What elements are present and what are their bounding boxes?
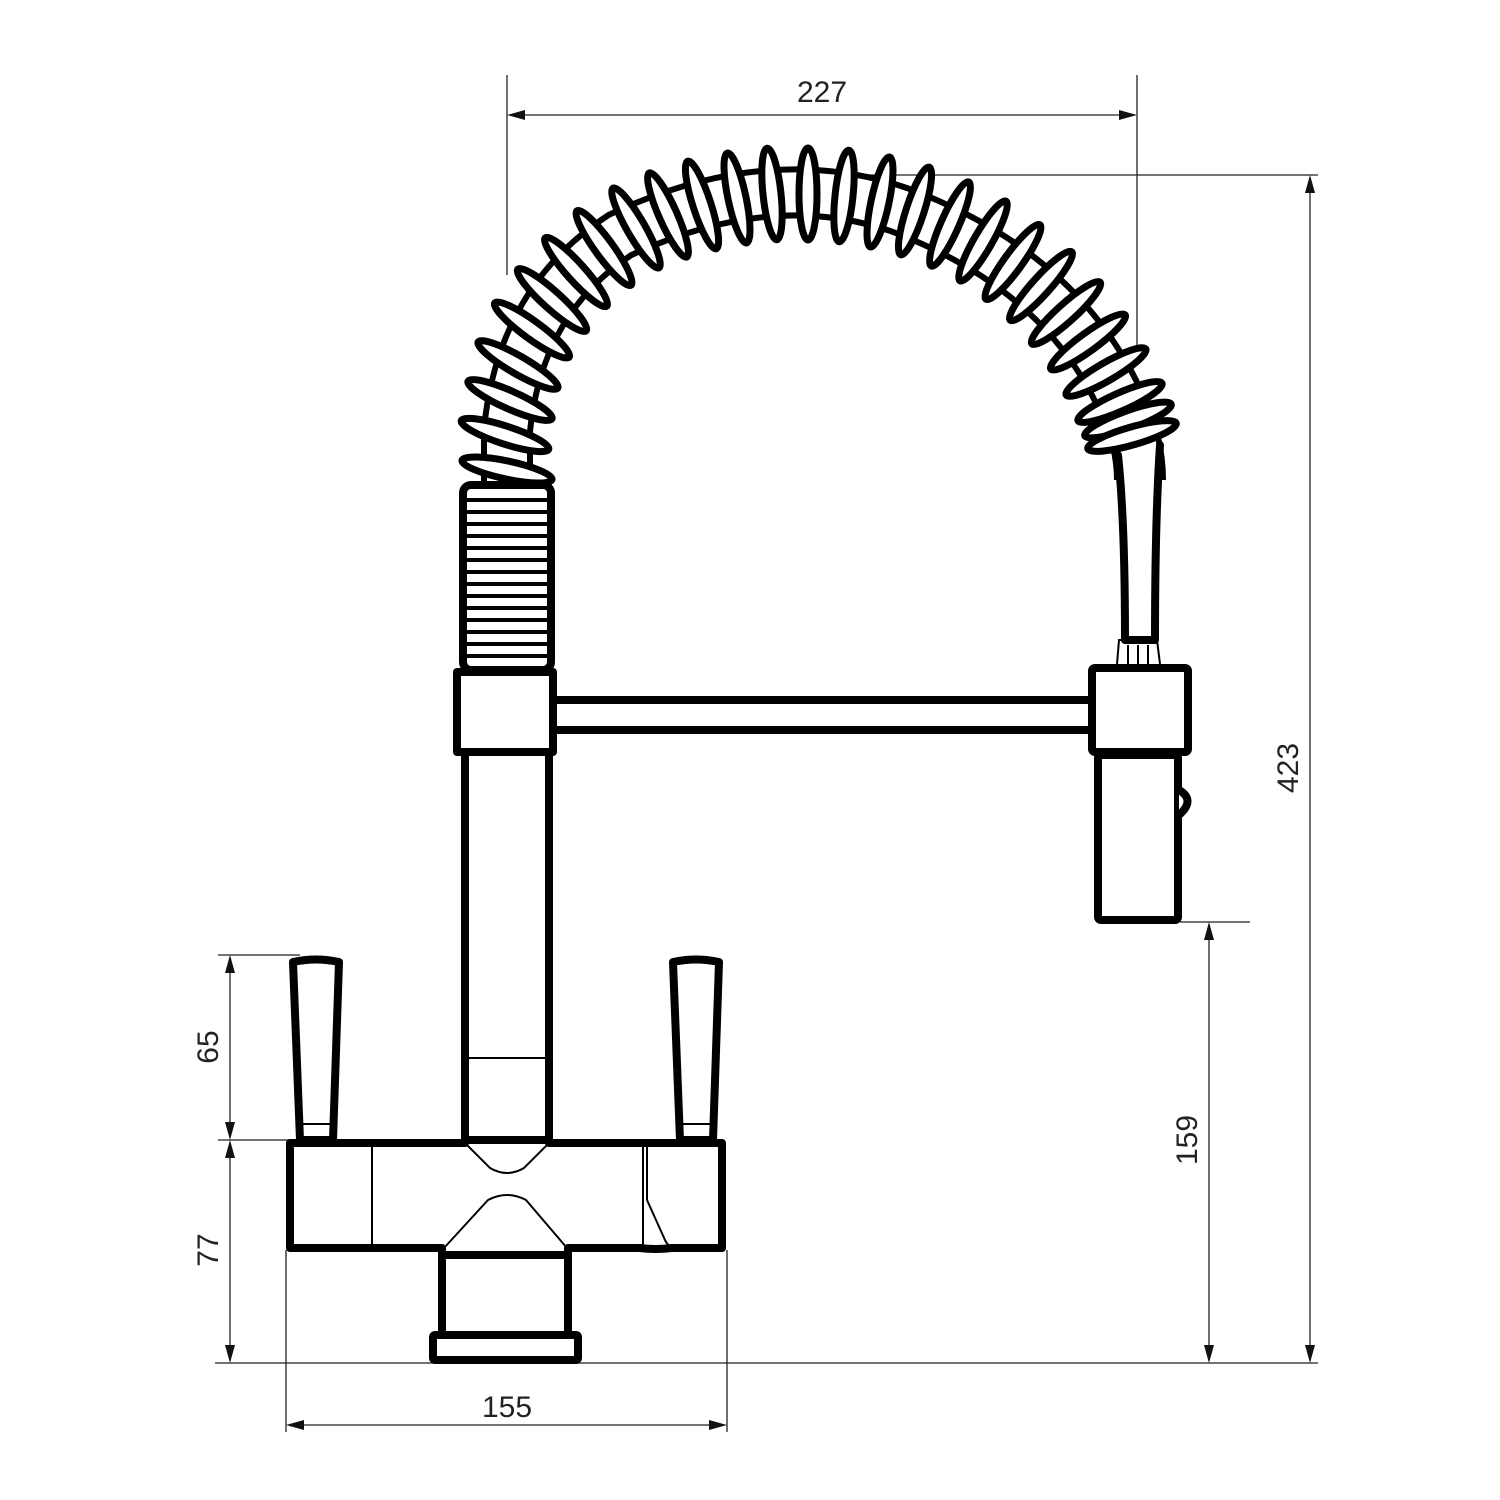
dimension-159: 159: [1171, 921, 1250, 1363]
right-lever-handle: [669, 955, 723, 1146]
left-lever-handle: [289, 955, 343, 1146]
spring-spout: [457, 144, 1180, 674]
dimension-155: 155: [215, 1250, 1318, 1432]
dimension-label-423: 423: [1272, 743, 1305, 793]
spout-holder-bar: [453, 664, 1192, 756]
dimension-label-77: 77: [192, 1233, 225, 1266]
dimension-423: 423: [735, 174, 1318, 1363]
dimension-65: 65: [192, 954, 300, 1141]
dimension-227: 227: [506, 75, 1138, 355]
dimension-77: 77: [192, 1140, 235, 1363]
dimension-label-159: 159: [1171, 1115, 1204, 1165]
faucet-base-body: [286, 1036, 726, 1364]
corrugated-sleeve: [459, 481, 555, 674]
spring-coils: [457, 144, 1180, 487]
dimension-label-155: 155: [482, 1391, 532, 1424]
dimension-label-65: 65: [192, 1030, 225, 1063]
dimension-label-227: 227: [797, 76, 847, 109]
faucet-column: [461, 736, 553, 1144]
spray-head: [1094, 639, 1192, 924]
